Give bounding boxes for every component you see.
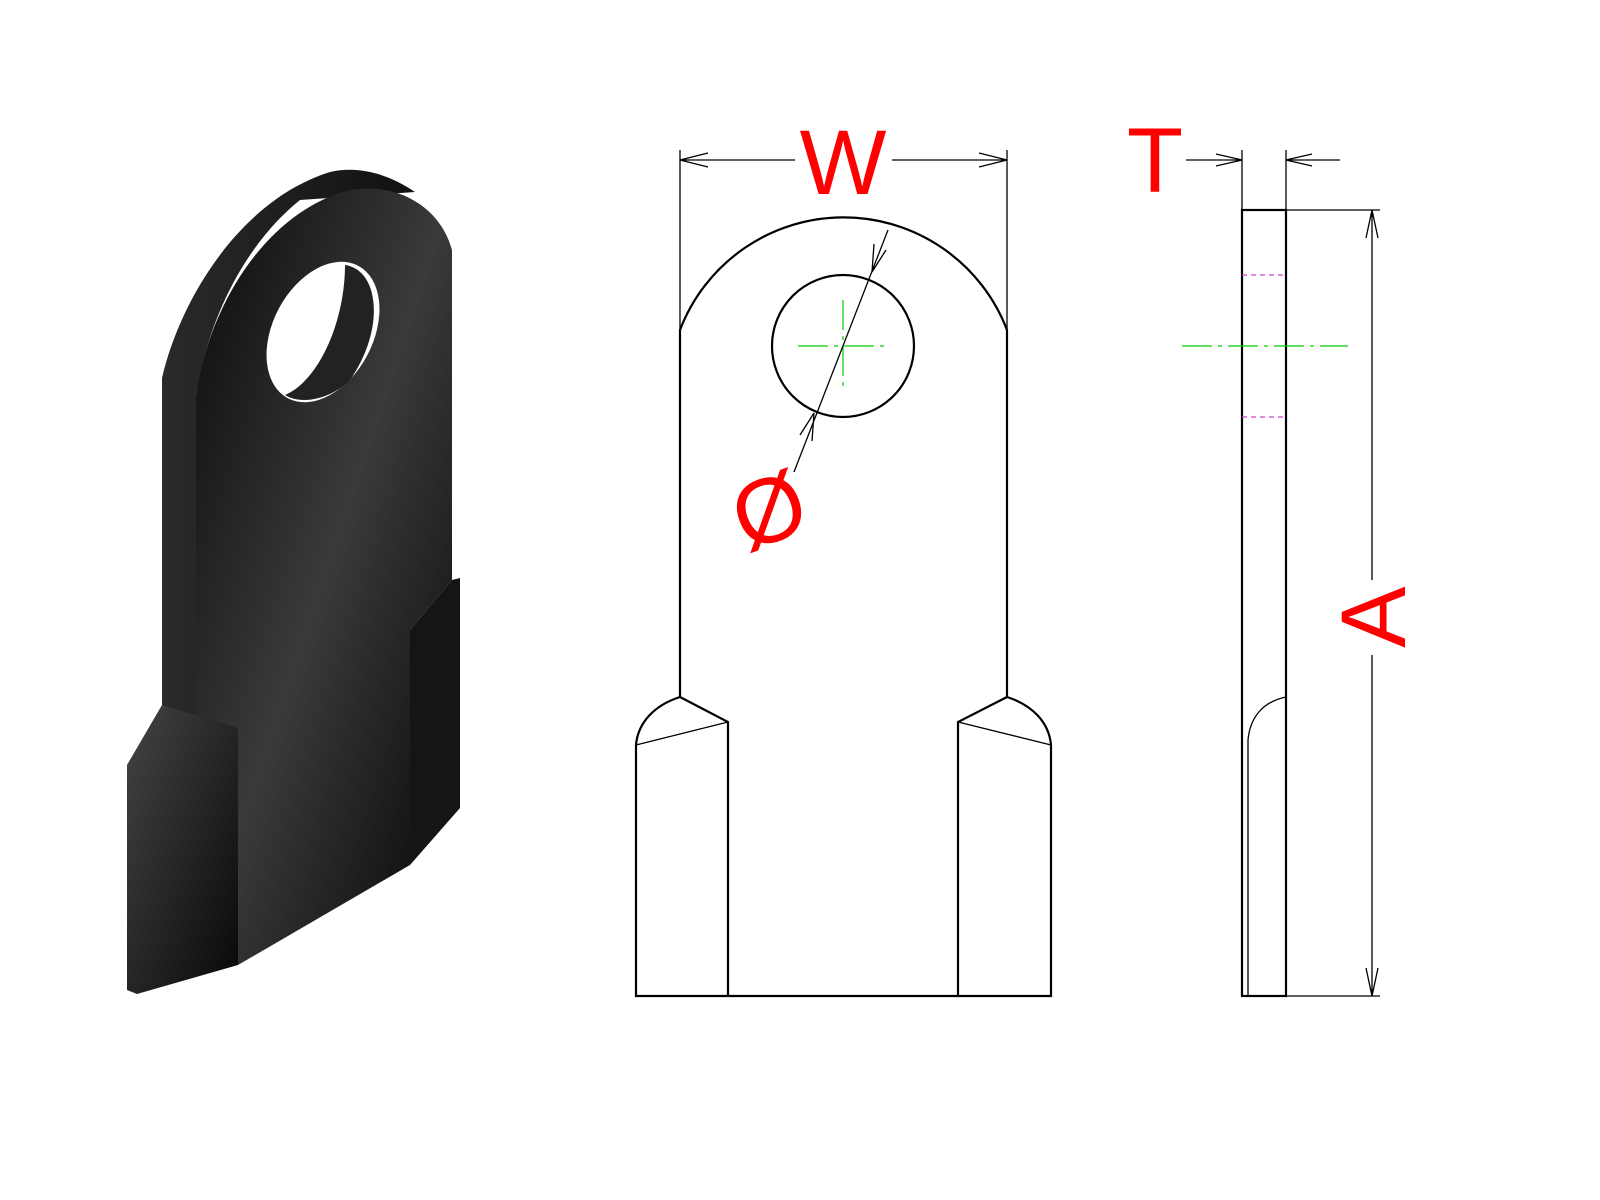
- left-blade-outline: [634, 695, 1053, 998]
- diameter-dimension-line: [793, 229, 889, 473]
- left-blade: [127, 705, 238, 994]
- hole-circle: [770, 273, 916, 419]
- part-front-face: [196, 188, 452, 966]
- length-dimension-line: [1286, 209, 1380, 997]
- left-blade-edges: [679, 696, 1008, 996]
- bevel-lines: [635, 721, 1052, 746]
- part-side-edge: [162, 169, 415, 722]
- thickness-label: T: [1127, 110, 1183, 212]
- front-view: W Ø: [634, 112, 1053, 998]
- length-label: A: [1323, 586, 1425, 648]
- width-label: W: [800, 112, 887, 214]
- right-blade: [410, 578, 460, 865]
- diameter-label: Ø: [718, 451, 820, 571]
- thickness-dimension-line: [1186, 150, 1340, 210]
- side-view: T A: [1127, 110, 1425, 998]
- side-bevel: [1247, 696, 1287, 996]
- side-outline: [1240, 208, 1288, 998]
- isometric-view: [127, 169, 460, 994]
- width-dimension-line: [679, 150, 1008, 330]
- part-hole-inner-wall: [285, 265, 374, 400]
- front-outline: [678, 216, 1009, 697]
